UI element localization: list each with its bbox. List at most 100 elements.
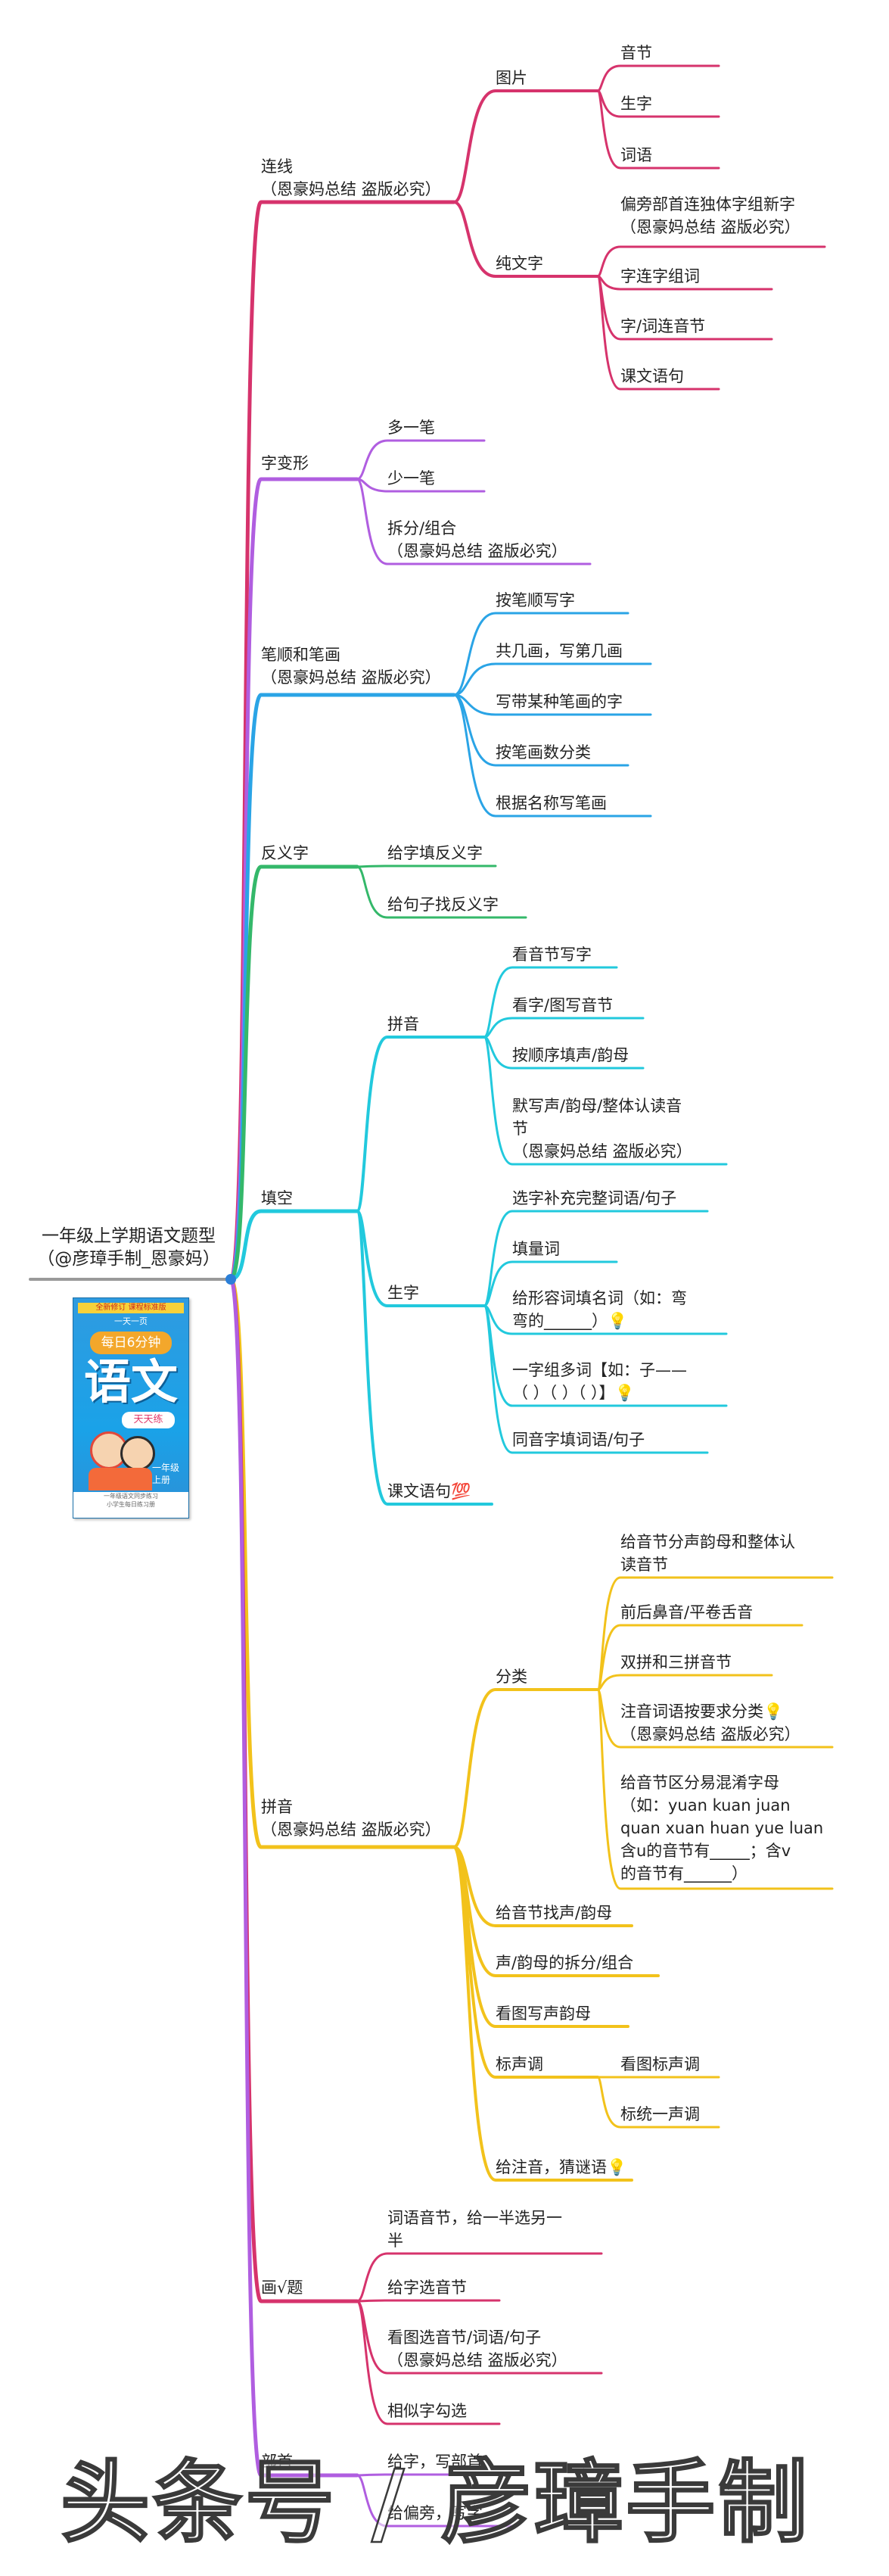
tk-shengzi-leaf-4 — [483, 1304, 709, 1454]
leaf-py-fl-zhuyin: 注音词语按要求分类💡 （恩豪妈总结 盗版必究） — [620, 1702, 800, 1743]
leaf-py-bs-kantu: 看图标声调 — [620, 2055, 700, 2073]
cartoon-kid-right-icon — [120, 1436, 155, 1471]
leaf-zb-shao: 少一笔 — [387, 469, 435, 487]
branch-bushou: 部首 — [261, 2453, 293, 2471]
py-fenlei-leaf-2 — [596, 1674, 773, 1691]
book-cover-image: 全新修订 课程标准版 一天一页 每日6分钟 语文 天天练 一年级 上册 一年级语… — [73, 1297, 189, 1519]
py-fenlei-leaf-1 — [596, 1624, 804, 1691]
leaf-cw-kewen: 课文语句 — [620, 367, 684, 385]
leaf-py-zhaosheng: 给音节找声/韵母 — [496, 1904, 613, 1922]
zibianxing-leaf-2 — [356, 478, 592, 565]
node-tk-shengzi: 生字 — [387, 1284, 419, 1302]
zibianxing-leaf-0 — [356, 439, 486, 481]
leaf-tk-sz-xingrong: 给形容词填名词（如：弯 弯的______）💡 — [512, 1289, 687, 1330]
pinyin-sub-5 — [452, 1846, 633, 2182]
leaf-bs-jihua: 共几画，写第几画 — [496, 642, 623, 660]
main-branch-4 — [228, 1209, 359, 1282]
pinyin-sub-0 — [452, 1688, 599, 1849]
lianxian-sub-0 — [452, 89, 599, 204]
cover-pill: 天天练 — [122, 1412, 175, 1428]
branch-lianxian: 连线 （恩豪妈总结 盗版必究） — [261, 157, 441, 198]
branch-pinyin: 拼音 （恩豪妈总结 盗版必究） — [261, 1798, 441, 1839]
tiankong-sub-2 — [356, 1210, 493, 1506]
leaf-py-kantu: 看图写声韵母 — [496, 2004, 591, 2023]
leaf-tk-sz-liangci: 填量词 — [512, 1240, 560, 1258]
branch-zibianxing: 字变形 — [261, 454, 309, 472]
py-biaoshengdiao-leaf-1 — [596, 2076, 720, 2129]
main-branch-0 — [228, 200, 456, 1282]
leaf-py-fl-qianhou: 前后鼻音/平卷舌音 — [620, 1603, 754, 1621]
branch-tiankong: 填空 — [261, 1189, 293, 1207]
leaf-bs2-gezi: 给字，写部首 — [387, 2453, 483, 2471]
cover-bottom-text: 一年级语文同步练习 小学生每日练习册 — [104, 1493, 158, 1508]
leaf-hg-xiangsi: 相似字勾选 — [387, 2402, 467, 2420]
pinyin-sub-3 — [452, 1846, 629, 2028]
leaf-py-fl-shuangpin: 双拼和三拼音节 — [620, 1653, 732, 1671]
huagou-leaf-0 — [356, 2252, 603, 2303]
leaf-bs-fenlei: 按笔画数分类 — [496, 743, 591, 762]
leaf-tk-py-tuxie: 看字/图写音节 — [512, 996, 614, 1014]
branch-bishun: 笔顺和笔画 （恩豪妈总结 盗版必究） — [261, 646, 441, 687]
leaf-py-fl-hunxiao: 给音节区分易混淆字母 （如：yuan kuan juan quan xuan h… — [620, 1774, 824, 1883]
leaf-tk-py-shunxu: 按顺序填声/韵母 — [512, 1046, 629, 1064]
root-subtitle: （@彦璋手制_恩豪妈） — [37, 1249, 220, 1269]
tk-pinyin-leaf-2 — [483, 1036, 645, 1070]
branch-huagou: 画√题 — [261, 2279, 303, 2297]
leaf-zb-duo: 多一笔 — [387, 419, 435, 437]
cover-bottom-band: 一年级语文同步练习 小学生每日练习册 — [73, 1492, 188, 1518]
lianxian-sub-1 — [452, 201, 599, 278]
fanyizi-leaf-0 — [356, 864, 497, 868]
leaf-tk-py-moxie: 默写声/韵母/整体认读音 节 （恩豪妈总结 盗版必究） — [512, 1097, 692, 1160]
node-py-fenlei: 分类 — [496, 1668, 527, 1686]
node-chunwenzi: 纯文字 — [496, 254, 543, 273]
leaf-bs-moubihua: 写带某种笔画的字 — [496, 693, 623, 711]
leaf-zb-chaifen: 拆分/组合 （恩豪妈总结 盗版必究） — [387, 519, 567, 560]
leaf-bs-anbishun: 按笔顺写字 — [496, 591, 575, 609]
huagou-leaf-3 — [356, 2300, 501, 2425]
tk-pinyin-leaf-3 — [483, 1036, 728, 1166]
bushou-leaf-1 — [356, 2474, 516, 2528]
py-fenlei-leaf-4 — [596, 1688, 834, 1890]
leaf-tk-kewen: 课文语句💯 — [387, 1482, 471, 1500]
cover-badge: 每日6分钟 — [90, 1332, 172, 1354]
cartoon-kids-body-icon — [89, 1468, 152, 1490]
root-title: 一年级上学期语文题型 — [42, 1226, 216, 1246]
tk-pinyin-leaf-1 — [483, 1017, 645, 1039]
chunwenzi-leaf-3 — [596, 275, 720, 391]
watermark: 头条号 / 彦璋手制 — [60, 2450, 811, 2556]
branch-fanyizi: 反义字 — [261, 844, 309, 862]
huagou-leaf-1 — [356, 2299, 501, 2303]
bishun-leaf-0 — [452, 612, 629, 696]
leaf-py-fl-sheng: 给音节分声韵母和整体认 读音节 — [620, 1533, 795, 1574]
node-tk-pinyin: 拼音 — [387, 1015, 419, 1033]
cover-subline: 一天一页 — [114, 1316, 148, 1326]
cover-top-band: 全新修订 课程标准版 — [78, 1303, 184, 1313]
main-branch-1 — [228, 477, 359, 1282]
tupian-leaf-0 — [596, 64, 720, 92]
leaf-hg-kantu: 看图选音节/词语/句子 （恩豪妈总结 盗版必究） — [387, 2328, 567, 2369]
node-tupian: 图片 — [496, 69, 527, 87]
leaf-py-chaifen: 声/韵母的拆分/组合 — [496, 1954, 634, 1972]
main-branch-5 — [228, 1277, 456, 1849]
leaf-tk-sz-xuanzi: 选字补充完整词语/句子 — [512, 1189, 677, 1207]
leaf-bs2-pianpang: 给偏旁，写字 — [387, 2504, 483, 2522]
leaf-tp-yinjie: 音节 — [620, 44, 652, 62]
cover-title: 语文 — [83, 1354, 178, 1409]
tiankong-sub-0 — [356, 1036, 486, 1213]
bishun-leaf-1 — [452, 662, 652, 696]
tk-shengzi-leaf-1 — [483, 1260, 618, 1307]
main-branch-7 — [228, 1277, 359, 2478]
main-branch-3 — [228, 864, 359, 1282]
tupian-leaf-1 — [596, 89, 720, 118]
chunwenzi-leaf-0 — [596, 245, 826, 278]
node-py-biaoshengdiao: 标声调 — [496, 2055, 543, 2073]
leaf-cw-pianpang: 偏旁部首连独体字组新字 （恩豪妈总结 盗版必究） — [620, 195, 800, 236]
leaf-tp-ciyu: 词语 — [620, 146, 652, 164]
leaf-tk-sz-yizi: 一字组多词【如：子—— （ ）（ ）（ ）】💡 — [512, 1361, 687, 1402]
leaf-hg-gezi: 给字选音节 — [387, 2279, 467, 2297]
bishun-leaf-4 — [452, 693, 652, 818]
leaf-cw-ciyin: 字/词连音节 — [620, 317, 706, 335]
leaf-hg-ciyu: 词语音节，给一半选另一 半 — [387, 2209, 562, 2250]
cover-grade: 一年级 上册 — [152, 1462, 180, 1485]
